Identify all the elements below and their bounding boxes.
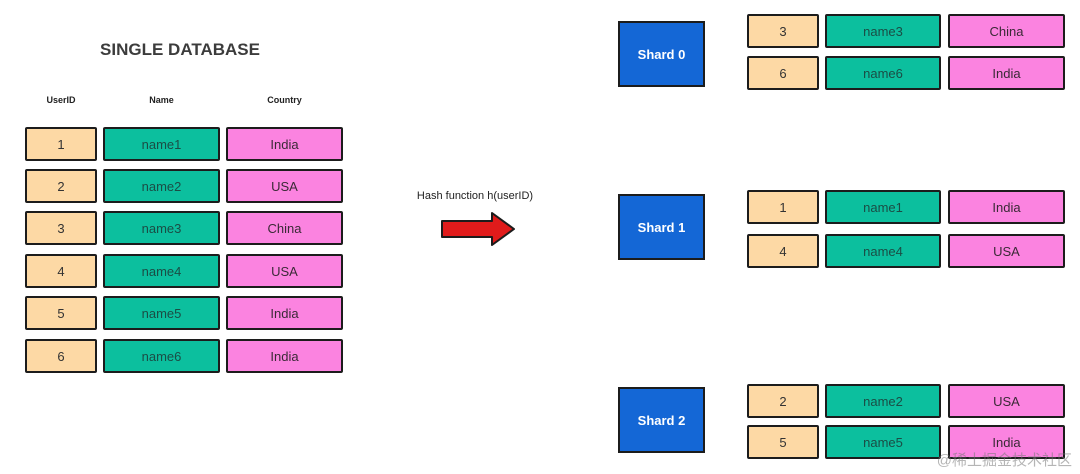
name-cell: name3 [103,211,220,245]
name-cell: name6 [825,56,941,90]
country-cell: India [948,56,1065,90]
country-cell: India [226,339,343,373]
header-name: Name [149,95,174,105]
country-cell: USA [948,384,1065,418]
name-cell: name5 [825,425,941,459]
userid-cell: 4 [747,234,819,268]
country-cell: India [948,190,1065,224]
name-cell: name2 [103,169,220,203]
shard-1: Shard 1 [618,194,705,260]
name-cell: name2 [825,384,941,418]
country-cell: USA [226,254,343,288]
country-cell: India [226,127,343,161]
userid-cell: 4 [25,254,97,288]
userid-cell: 6 [747,56,819,90]
name-cell: name5 [103,296,220,330]
userid-cell: 5 [25,296,97,330]
right-arrow-icon [440,212,516,251]
shard-2: Shard 2 [618,387,705,453]
header-country: Country [267,95,302,105]
userid-cell: 3 [25,211,97,245]
country-cell: China [226,211,343,245]
name-cell: name4 [825,234,941,268]
userid-cell: 1 [25,127,97,161]
shard-0: Shard 0 [618,21,705,87]
country-cell: USA [948,234,1065,268]
country-cell: USA [226,169,343,203]
hash-function-label: Hash function h(userID) [416,190,534,202]
userid-cell: 2 [747,384,819,418]
country-cell: India [226,296,343,330]
userid-cell: 6 [25,339,97,373]
header-userid: UserID [46,95,76,105]
name-cell: name1 [103,127,220,161]
country-cell: India [948,425,1065,459]
single-database-title: SINGLE DATABASE [100,40,260,59]
name-cell: name4 [103,254,220,288]
name-cell: name3 [825,14,941,48]
userid-cell: 2 [25,169,97,203]
watermark: @稀土掘金技术社区 [936,452,1072,469]
userid-cell: 3 [747,14,819,48]
name-cell: name6 [103,339,220,373]
country-cell: China [948,14,1065,48]
userid-cell: 5 [747,425,819,459]
userid-cell: 1 [747,190,819,224]
name-cell: name1 [825,190,941,224]
